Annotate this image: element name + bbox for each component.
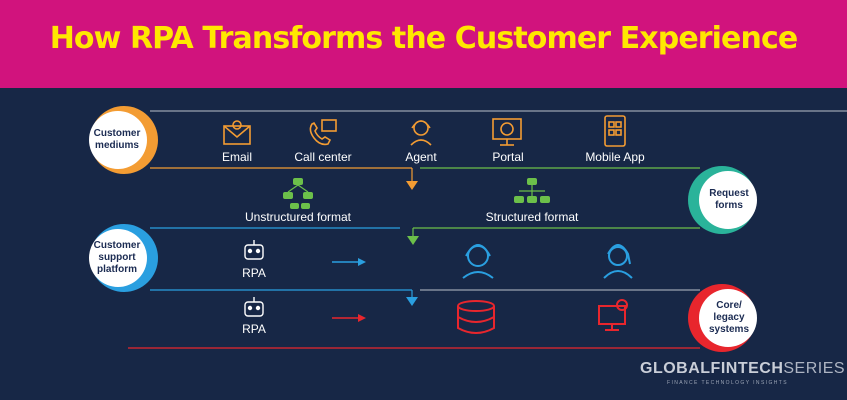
rpa-label: RPA [242, 322, 266, 336]
red-arrow-right [358, 314, 366, 322]
page-title: How RPA Transforms the Customer Experien… [49, 21, 799, 56]
format-label: Unstructured format [244, 210, 352, 224]
phone-icon [309, 119, 337, 146]
node-request-forms: Request forms [709, 188, 749, 211]
support-agent-icon [462, 244, 494, 279]
node-core-legacy-systems: Core/ legacy systems [708, 300, 750, 335]
medium-label: Agent [405, 150, 437, 164]
brand-logo: GLOBALFINTECHSERIES [640, 360, 845, 378]
rpa-label: RPA [242, 266, 266, 280]
logo-main: GLOBALFINTECH [640, 360, 784, 377]
database-icon [457, 300, 495, 334]
medium-label: Portal [492, 150, 524, 164]
server-gear-icon [598, 299, 628, 331]
mobile-app-icon [604, 115, 626, 147]
robot-icon [244, 240, 264, 260]
hierarchy-unstructured-icon [283, 178, 313, 209]
medium-label: Call center [294, 150, 352, 164]
logo-tagline: FINANCE TECHNOLOGY INSIGHTS [667, 380, 788, 386]
envelope-icon [223, 120, 251, 145]
request-forms-node [688, 166, 757, 234]
format-label: Structured format [485, 210, 579, 224]
core-legacy-node [688, 284, 757, 352]
female-agent-icon [603, 244, 633, 279]
headset-agent-icon [410, 120, 432, 146]
title-banner [0, 0, 847, 88]
blue-arrow-down [406, 297, 418, 306]
green-arrow-down [407, 236, 419, 245]
node-customer-mediums: Customer mediums [93, 128, 141, 151]
orange-arrow-down [406, 181, 418, 190]
medium-label: Mobile App [585, 150, 645, 164]
blue-arrow-right [358, 258, 366, 266]
logo-suffix: SERIES [783, 360, 846, 377]
medium-label: Email [221, 150, 253, 164]
hierarchy-structured-icon [514, 178, 550, 203]
robot-icon [244, 297, 264, 317]
customer-mediums-node [89, 106, 158, 174]
node-customer-support-platform: Customer support platform [93, 240, 141, 275]
monitor-globe-icon [492, 118, 522, 146]
customer-support-platform-node [89, 224, 158, 292]
